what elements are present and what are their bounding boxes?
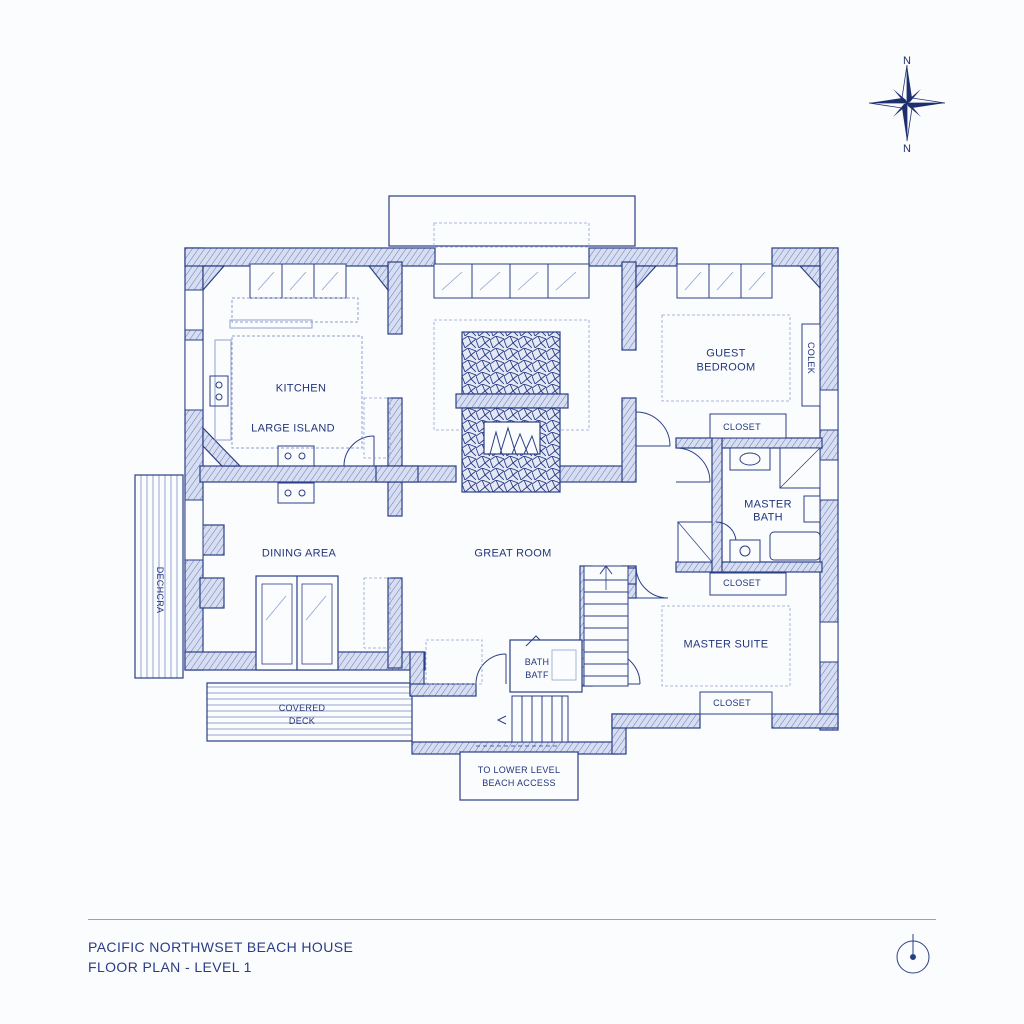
compass-south-label: N xyxy=(903,143,911,155)
master-closet-label: CLOSET xyxy=(723,577,761,588)
seal-icon xyxy=(896,934,930,974)
desk-label: COLEK xyxy=(806,341,817,375)
door-swings xyxy=(343,411,737,685)
side-deck-label: DECHCRA xyxy=(155,566,166,614)
project-title: PACIFIC NORTHWSET BEACH HOUSE xyxy=(88,939,354,955)
bay-window-projection xyxy=(388,195,636,247)
lower-level-label-line1: TO LOWER LEVEL xyxy=(477,764,561,775)
covered-deck xyxy=(206,682,413,742)
covered-deck-label-line1: COVERED xyxy=(278,702,326,713)
compass-north-label: N xyxy=(903,55,911,67)
guest-bedroom-label-line2: BEDROOM xyxy=(696,361,756,374)
dining-area-label: DINING AREA xyxy=(261,547,337,560)
dining-glass-doors xyxy=(255,575,339,671)
master-bath-fixtures xyxy=(677,447,821,563)
master-closet-2-label: CLOSET xyxy=(713,697,751,708)
lower-level-label-line2: BEACH ACCESS xyxy=(482,777,556,788)
great-room-label: GREAT ROOM xyxy=(474,547,552,560)
half-bath-label-line1: BATH xyxy=(524,656,550,667)
lower-stair xyxy=(496,695,569,743)
sheet-title: FLOOR PLAN - LEVEL 1 xyxy=(88,959,252,975)
guest-bedroom-label-line1: GUEST xyxy=(706,347,746,360)
side-deck xyxy=(134,474,184,679)
guest-closet-label: CLOSET xyxy=(723,421,761,432)
title-block-divider xyxy=(88,919,936,920)
compass-rose-icon xyxy=(868,64,946,142)
main-stair xyxy=(583,565,629,687)
master-suite-label: MASTER SUITE xyxy=(683,638,769,651)
large-island-label: LARGE ISLAND xyxy=(251,422,335,435)
stone-fireplace xyxy=(455,331,569,493)
kitchen-fixtures xyxy=(209,297,363,504)
half-bath xyxy=(509,639,583,693)
kitchen-label: KITCHEN xyxy=(275,382,327,395)
covered-deck-label-line2: DECK xyxy=(288,715,316,726)
lower-level-access xyxy=(459,751,579,801)
half-bath-label-line2: BATF xyxy=(525,669,549,680)
master-bath-label-line1: MASTER xyxy=(744,498,792,511)
north-windows xyxy=(249,263,773,299)
master-bath-label-line2: BATH xyxy=(753,511,783,524)
